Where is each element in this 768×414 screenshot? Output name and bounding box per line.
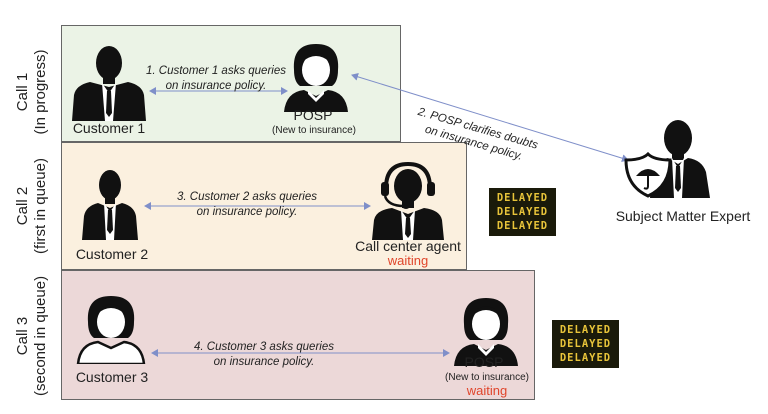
customer3-icon <box>76 296 146 364</box>
arrow-expert <box>351 72 629 163</box>
customer2-name: Customer 2 <box>75 246 149 262</box>
posp1-icon <box>284 44 348 112</box>
call-center-agent-icon <box>372 161 444 240</box>
customer2-icon <box>82 170 138 240</box>
call3-status: waiting <box>466 383 508 398</box>
customer1-icon <box>72 46 146 121</box>
customer1-name: Customer 1 <box>72 120 146 136</box>
call-center-agent-name: Call center agent <box>355 238 461 254</box>
posp3-icon <box>454 298 518 366</box>
posp3-name: POSP <box>464 354 504 370</box>
expert-icon <box>624 120 710 198</box>
call2-status: waiting <box>387 253 429 268</box>
call3-panel <box>61 270 535 400</box>
expert-name: Subject Matter Expert <box>615 208 751 224</box>
posp1-note: (New to insurance) <box>272 125 356 136</box>
call1-panel <box>61 25 401 142</box>
posp3-note: (New to insurance) <box>445 372 529 383</box>
posp1-name: POSP <box>293 107 333 123</box>
customer3-name: Customer 3 <box>75 369 149 385</box>
